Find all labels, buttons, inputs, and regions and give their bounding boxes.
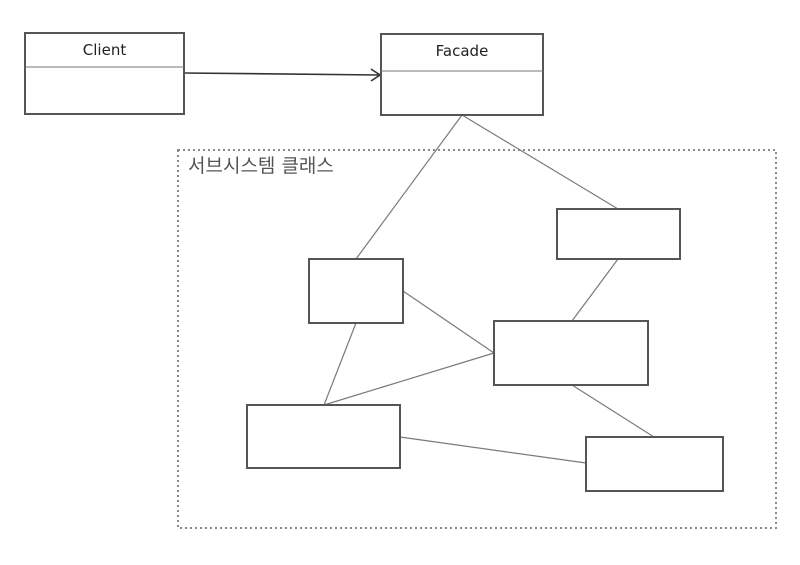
client-class-box: Client bbox=[24, 32, 185, 115]
subsystem-class-box bbox=[556, 208, 681, 260]
subsystem-boundary bbox=[177, 149, 777, 529]
facade-class-box: Facade bbox=[380, 33, 544, 116]
subsystem-class-box bbox=[308, 258, 404, 324]
subsystem-class-box bbox=[493, 320, 649, 386]
class-a-to-class-d-link bbox=[323, 322, 357, 406]
subsystem-class-box bbox=[246, 404, 401, 469]
class-d-to-class-c-link bbox=[323, 352, 495, 406]
subsystem-class-box bbox=[585, 436, 724, 492]
client-to-facade-arrow bbox=[183, 68, 382, 82]
class-b-to-class-c-link bbox=[571, 258, 619, 322]
class-d-to-class-e-link bbox=[399, 436, 587, 464]
class-a-to-class-c-link bbox=[402, 290, 495, 354]
subsystem-label: 서브시스템 클래스 bbox=[188, 155, 334, 177]
facade-to-class-b-link bbox=[461, 114, 619, 210]
client-class-name: Client bbox=[83, 41, 127, 59]
class-c-to-class-e-link bbox=[571, 384, 655, 438]
facade-class-name: Facade bbox=[436, 42, 489, 60]
facade-to-class-a-link bbox=[355, 114, 463, 260]
